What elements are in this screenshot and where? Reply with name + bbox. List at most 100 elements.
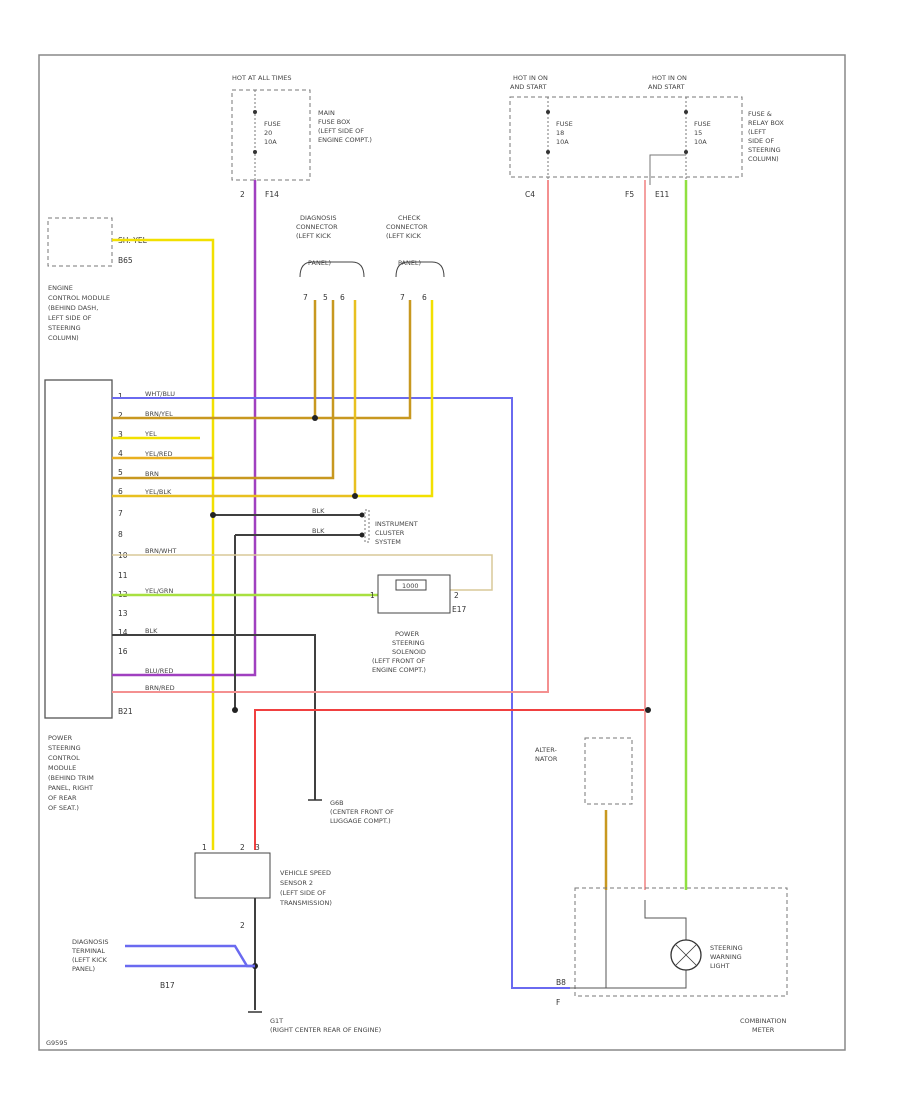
- fuse-20-bottom-terminal: [253, 150, 257, 154]
- wire-brn-yel-b: [315, 300, 412, 420]
- wire-blk: [112, 634, 316, 800]
- meter-pin-f: F: [556, 998, 560, 1007]
- bulb-filament-2: [675, 944, 697, 966]
- ground-g6b-label-1: G6B: [330, 799, 344, 807]
- pscm-label-3: CONTROL: [48, 754, 80, 762]
- check-conn-label-3: (LEFT KICK: [386, 232, 422, 240]
- fuse-20-name: FUSE: [264, 120, 281, 128]
- diag-terminal-label-3: (LEFT KICK: [72, 956, 108, 964]
- diag-terminal-label-1: DIAGNOSIS: [72, 938, 108, 946]
- steering-light-label-2: WARNING: [710, 953, 742, 961]
- hot-run-start-2-line2: AND START: [648, 83, 684, 91]
- ground-g6b-label-2: (CENTER FRONT OF: [330, 808, 394, 816]
- check-pin-7: 7: [400, 293, 405, 302]
- row-label-6: YEL/BLK: [144, 488, 172, 496]
- pscm-pin-16: 16: [118, 647, 128, 656]
- splice-4: [232, 707, 238, 713]
- fuse-15-top-terminal: [684, 110, 688, 114]
- connector-e17: E17: [452, 605, 467, 614]
- vss-label-3: (LEFT SIDE OF: [280, 889, 326, 897]
- row-wire-labels: WHT/BLU BRN/YEL YEL YEL/RED BRN YEL/BLK …: [144, 390, 325, 692]
- pscm-label-1: POWER: [48, 734, 73, 742]
- ic-terminal-b: [359, 532, 365, 538]
- ps-solenoid-label-3: SOLENOID: [392, 648, 426, 656]
- alternator-box: [584, 737, 633, 805]
- diag-terminal-label-4: PANEL): [72, 965, 95, 973]
- check-conn-label-2: CONNECTOR: [386, 223, 428, 231]
- ecm-label-1: ENGINE: [48, 284, 73, 292]
- fuse-relay-label-5: STEERING: [748, 146, 781, 154]
- hot-run-start-1-line1: HOT IN ON: [513, 74, 548, 82]
- fuse-relay-label-2: RELAY BOX: [748, 119, 784, 127]
- fuse-relay-label-4: SIDE OF: [748, 137, 774, 145]
- diag-pin-5: 5: [323, 293, 328, 302]
- wire-meter-inner: [644, 900, 687, 940]
- ps-solenoid-label-4: (LEFT FRONT OF: [372, 657, 425, 665]
- fuse-18-number: 18: [556, 129, 564, 137]
- pscm-pin-7: 7: [118, 509, 123, 518]
- pscm-pin-4: 4: [118, 449, 123, 458]
- fuse-relay-label-6: COLUMN): [748, 155, 779, 163]
- instrument-cluster-label-3: SYSTEM: [375, 538, 401, 546]
- fuse-18-bottom-terminal: [546, 150, 550, 154]
- diag-pin-7: 7: [303, 293, 308, 302]
- vss-label-4: TRANSMISSION): [279, 899, 332, 907]
- fuse-20-rating: 10A: [264, 138, 277, 146]
- vss-pin-1: 1: [202, 843, 207, 852]
- diag-conn-label-3: (LEFT KICK: [296, 232, 332, 240]
- ecm-box: [47, 217, 113, 267]
- ecm-label-5: STEERING: [48, 324, 81, 332]
- solenoid-coil-label: 1000: [402, 582, 419, 590]
- wire-purple: [112, 180, 257, 677]
- row-label-15: BLU/RED: [145, 667, 173, 675]
- check-conn-label-1: CHECK: [398, 214, 421, 222]
- instrument-cluster-label-1: INSTRUMENT: [375, 520, 418, 528]
- fuse-20-top-terminal: [253, 110, 257, 114]
- diag-connector-shell: [299, 261, 365, 278]
- ic-wire-label-b: BLK: [312, 527, 325, 535]
- diag-terminal-label-2: TERMINAL: [71, 947, 105, 955]
- fuse-relay-label-1: FUSE &: [748, 110, 772, 118]
- fuse-15-rating: 10A: [694, 138, 707, 146]
- pscm-label-6: PANEL, RIGHT: [48, 784, 93, 792]
- fuse-15-bottom-terminal: [684, 150, 688, 154]
- connector-f14: F14: [265, 190, 279, 199]
- ps-solenoid-label-2: STEERING: [392, 639, 425, 647]
- fuse-15-number: 15: [694, 129, 702, 137]
- row-label-13: BLK: [145, 627, 158, 635]
- main-fuse-box: [231, 89, 311, 181]
- fuse-relay-label-3: (LEFT: [748, 128, 766, 136]
- instrument-cluster-box: [364, 509, 370, 543]
- connector-e11: E11: [655, 190, 670, 199]
- wire-brn-red: [112, 180, 549, 693]
- ps-solenoid-box: [377, 574, 451, 614]
- pscm-pin-5: 5: [118, 468, 123, 477]
- vss-pin-2: 2: [240, 843, 245, 852]
- wire-yel-blk-b: [355, 300, 434, 498]
- solenoid-pin-2: 2: [454, 591, 459, 600]
- diagram-frame: [38, 54, 846, 1051]
- vss-box: [194, 852, 271, 899]
- main-fuse-box-label-2: FUSE BOX: [318, 118, 351, 126]
- check-connector-shell: [395, 261, 445, 278]
- pscm-label-4: MODULE: [48, 764, 76, 772]
- pscm-pin-11: 11: [118, 571, 128, 580]
- wire-red: [254, 709, 650, 850]
- splice-3: [210, 512, 216, 518]
- fuse-15-name: FUSE: [694, 120, 711, 128]
- pscm-label-7: OF REAR: [48, 794, 77, 802]
- alternator-label-2: NATOR: [535, 755, 558, 763]
- pscm-label-2: STEERING: [48, 744, 81, 752]
- pscm-label-5: (BEHIND TRIM: [48, 774, 94, 782]
- pin-top-left: 2: [240, 190, 245, 199]
- ecm-label-4: LEFT SIDE OF: [48, 314, 92, 322]
- wire-sh-yel-path: [112, 238, 215, 850]
- vss-pin-3: 3: [255, 843, 260, 852]
- pscm-pin-3: 3: [118, 430, 123, 439]
- ground-g6b-label-3: LUGGAGE COMPT.): [330, 817, 391, 825]
- pscm-pin-6: 6: [118, 487, 123, 496]
- check-conn-label-4: PANEL): [398, 259, 421, 267]
- steering-light-label-1: STEERING: [710, 944, 743, 952]
- hot-run-start-1-line2: AND START: [510, 83, 546, 91]
